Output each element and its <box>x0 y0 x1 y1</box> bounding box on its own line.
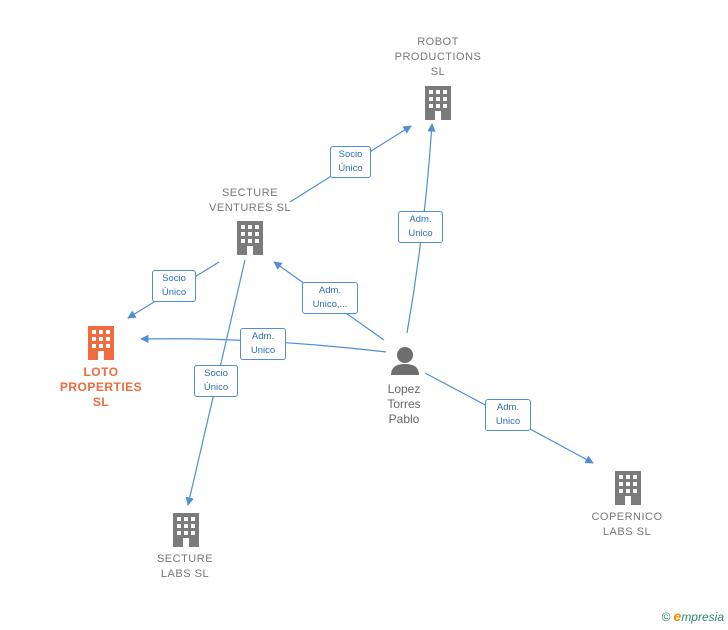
edge-label-person-sv: Adm. Unico,... <box>302 282 358 314</box>
edge-label-person-copernico: Adm. Unico <box>485 399 531 431</box>
secture-ventures-building-icon[interactable] <box>237 221 263 255</box>
secture-labs-building-icon[interactable] <box>173 513 199 547</box>
edge-label-person-loto: Adm. Unico <box>240 328 286 360</box>
edge-label-sv-labs: Socio Único <box>194 365 238 397</box>
secture-labs-label[interactable]: SECTURE LABS SL <box>156 553 214 580</box>
footer-brand: ©empresia <box>662 608 724 624</box>
loto-properties-label[interactable]: LOTO PROPERTIES SL <box>59 365 143 409</box>
edge-label-person-robot: Adm. Unico <box>398 211 443 243</box>
loto-properties-building-icon[interactable] <box>88 326 114 360</box>
brand-logo-text: mpresia <box>681 610 724 624</box>
copernico-labs-label[interactable]: COPERNICO LABS SL <box>591 511 663 538</box>
robot-productions-building-icon[interactable] <box>425 86 451 120</box>
copyright-symbol: © <box>661 610 671 624</box>
robot-productions-label[interactable]: ROBOT PRODUCTIONS SL <box>394 36 482 78</box>
brand-logo-e: e <box>673 608 682 624</box>
person-icon[interactable] <box>391 347 419 375</box>
edge-label-sv-robot: Socio Único <box>330 146 371 178</box>
edge-label-sv-loto: Socio Único <box>152 270 196 302</box>
copernico-labs-building-icon[interactable] <box>615 471 641 505</box>
person-label[interactable]: Lopez Torres Pablo <box>387 382 421 426</box>
secture-ventures-label[interactable]: SECTURE VENTURES SL <box>209 187 291 214</box>
